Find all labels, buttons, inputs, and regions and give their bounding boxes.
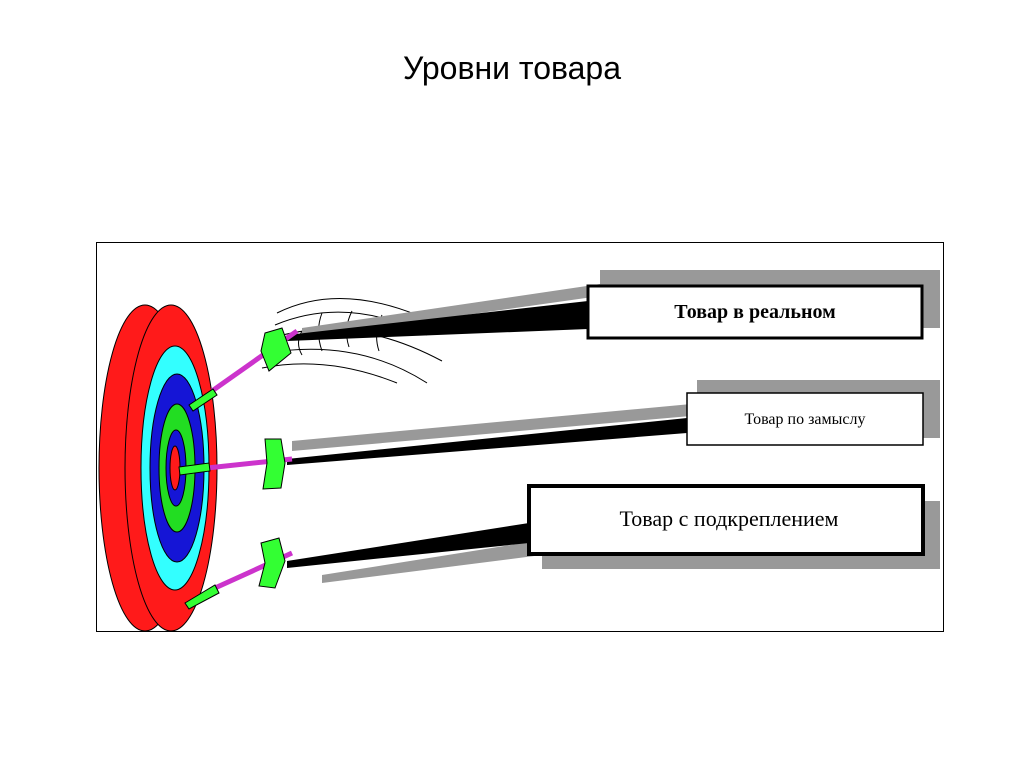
level-2-group: Товар по замыслу <box>178 380 940 490</box>
target-bullseye <box>169 445 181 491</box>
leader-shadow-2 <box>292 403 702 451</box>
dart-tip-3 <box>184 584 220 610</box>
dart-tip-2 <box>178 462 211 476</box>
target-icon <box>98 304 218 632</box>
label-text-3: Товар с подкреплением <box>620 506 839 531</box>
label-box-1 <box>586 284 924 340</box>
dart-1-icon <box>188 327 299 412</box>
dart-2-icon <box>178 438 293 490</box>
leader-shadow-3 <box>322 540 542 583</box>
label-box-3 <box>527 484 925 556</box>
level-1-group: Товар в реальном <box>188 270 940 412</box>
slide-title: Уровни товара <box>402 50 622 86</box>
dart-flight-1 <box>260 327 292 372</box>
level-3-group: Товар с подкреплением <box>184 484 940 610</box>
leader-line-1 <box>287 301 588 341</box>
diagram-canvas: Товар в реальном Товар по замыслу <box>98 270 940 632</box>
label-box-2 <box>686 392 924 446</box>
diagram-frame: Товар в реальном Товар по замыслу <box>96 242 944 632</box>
dart-tip-1 <box>188 388 218 412</box>
dart-flight-3 <box>258 537 286 589</box>
dart-flight-2 <box>262 438 286 490</box>
leader-line-3 <box>287 523 529 568</box>
dart-3-icon <box>184 537 294 610</box>
label-text-2: Товар по замыслу <box>745 411 866 428</box>
label-text-1: Товар в реальном <box>674 301 835 323</box>
leader-line-2 <box>287 418 687 465</box>
leader-shadow-1 <box>302 283 607 338</box>
